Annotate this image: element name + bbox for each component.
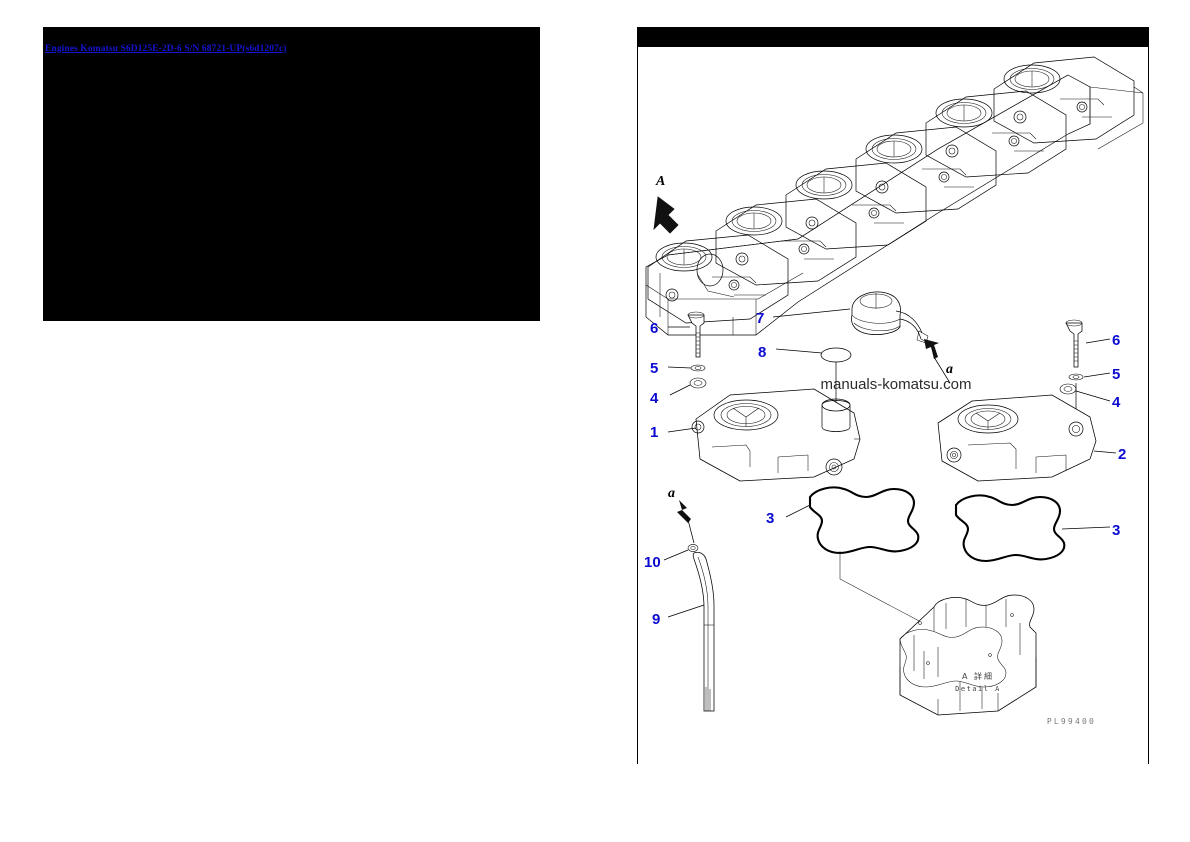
part-1-cover-left: 6 5 4 xyxy=(650,311,861,482)
callout-3-right: 3 xyxy=(1112,522,1120,539)
part-8-plug: 8 xyxy=(758,344,852,407)
part-4-seal-right: 4 xyxy=(1059,383,1121,411)
detail-a-label-jp: A 詳細 xyxy=(962,671,994,681)
cylinder-head-assembly xyxy=(645,56,1144,336)
callout-5-left: 5 xyxy=(650,360,658,377)
detail-a-housing xyxy=(899,594,1037,716)
callout-7: 7 xyxy=(756,310,764,327)
detail-a-label-en: Detail A xyxy=(955,685,1001,693)
callout-4-right: 4 xyxy=(1112,394,1121,411)
callout-6-right: 6 xyxy=(1112,332,1120,349)
diagram-top-bar xyxy=(638,27,1148,47)
part-10-clamp: 10 xyxy=(644,544,699,571)
callout-5-right: 5 xyxy=(1112,366,1120,383)
parts-illustration: A 7 a 8 xyxy=(644,56,1144,726)
part-4-seal-left: 4 xyxy=(650,377,707,407)
part-5-washer-right: 5 xyxy=(1068,366,1120,383)
detail-marker-a-right-label: a xyxy=(946,362,953,377)
callout-2: 2 xyxy=(1118,446,1126,463)
document-title-link[interactable]: Engines Komatsu S6D125E-2D-6 S/N 68721-U… xyxy=(45,44,287,54)
watermark: manuals-komatsu.com xyxy=(821,376,972,393)
part-6-bolt-right: 6 xyxy=(1065,319,1120,368)
callout-4-left: 4 xyxy=(650,390,659,407)
part-7-breather-cap: 7 xyxy=(756,291,931,345)
part-9-hose: 9 xyxy=(652,551,715,712)
part-6-bolt-left: 6 xyxy=(650,311,705,358)
detail-marker-a-left: a xyxy=(668,486,695,544)
section-marker-a-label: A xyxy=(655,174,665,189)
callout-6-left: 6 xyxy=(650,320,658,337)
detail-marker-a-right: a xyxy=(924,339,953,384)
part-3-gasket-left: 3 xyxy=(766,486,939,632)
part-2-cover-right: 6 5 4 xyxy=(937,319,1126,482)
drawing-code: PL99400 xyxy=(1047,717,1096,726)
document-preview-panel: Engines Komatsu S6D125E-2D-6 S/N 68721-U… xyxy=(43,27,540,321)
callout-1: 1 xyxy=(650,424,658,441)
callout-8: 8 xyxy=(758,344,766,361)
part-3-gasket-right: 3 xyxy=(954,494,1120,563)
section-marker-a: A xyxy=(653,174,679,234)
parts-diagram-panel: A 7 a 8 xyxy=(637,27,1149,764)
callout-3-left: 3 xyxy=(766,510,774,527)
callout-10: 10 xyxy=(644,554,661,571)
detail-marker-a-left-label: a xyxy=(668,486,675,501)
callout-9: 9 xyxy=(652,611,660,628)
part-5-washer-left: 5 xyxy=(650,360,706,377)
